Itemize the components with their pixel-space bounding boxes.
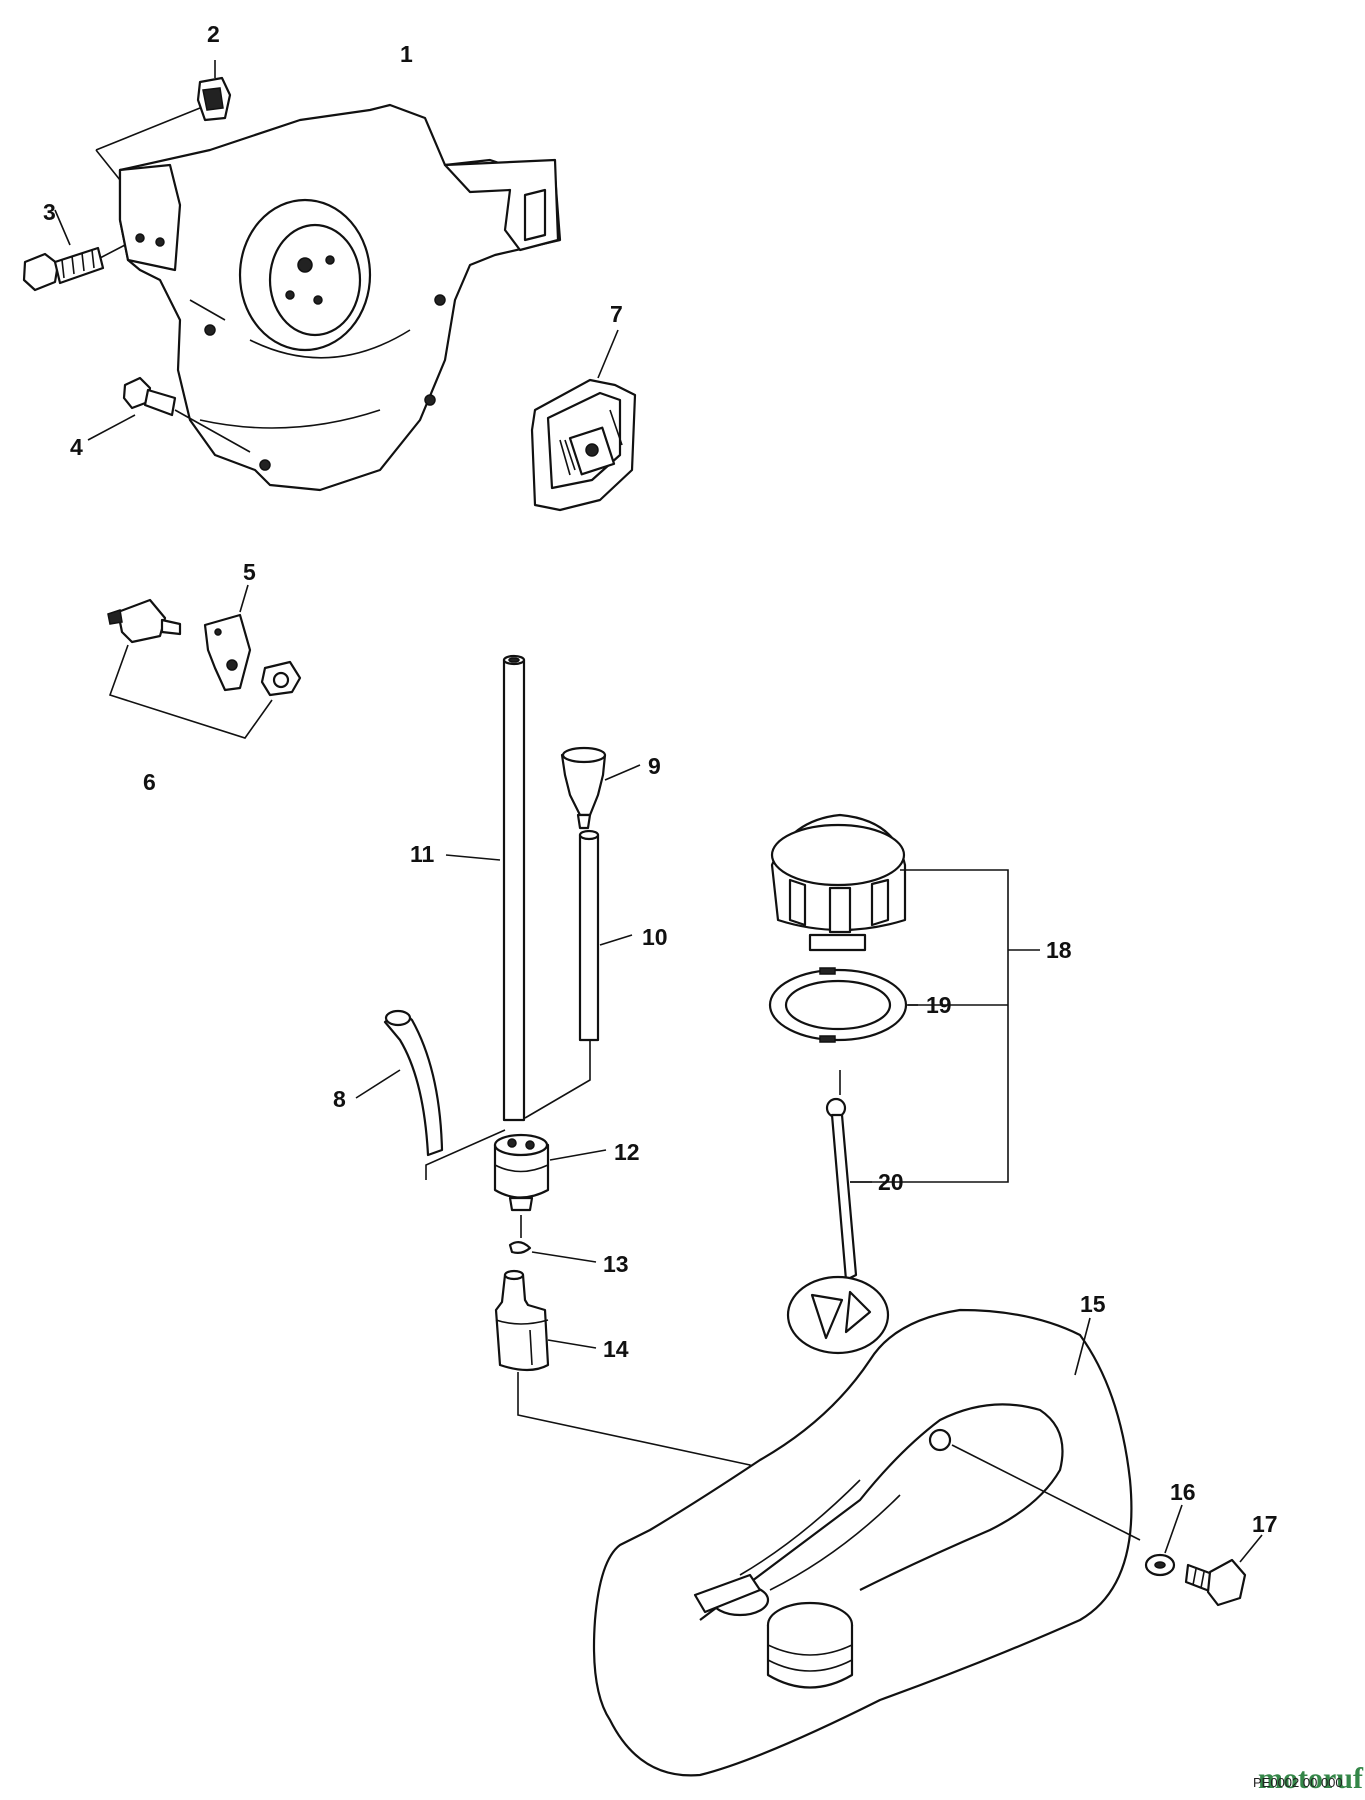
callout-18: 18 [1046,937,1072,963]
callout-10: 10 [642,924,668,950]
leader-15 [1074,1317,1091,1376]
callout-20: 20 [878,1169,904,1195]
callout-15: 15 [1080,1291,1106,1317]
callout-4: 4 [70,434,83,460]
callout-11: 11 [410,841,435,867]
part-grommet [493,1133,550,1212]
callout-8: 8 [333,1086,346,1112]
part-fan-housing [118,103,562,492]
callout-7: 7 [610,301,623,327]
diagram-code: PE0002 00 000 [1253,1775,1343,1790]
part-clip [508,1241,532,1254]
callout-5: 5 [243,559,256,585]
part-primer [560,746,607,830]
callout-9: 9 [648,753,661,779]
part-nut [196,76,232,122]
leader-14 [547,1339,597,1349]
part-fuel-filter [494,1269,550,1372]
leader-11 [445,854,501,861]
callout-13: 13 [603,1251,629,1277]
callout-2: 2 [207,21,220,47]
part-fuel-cap [770,813,907,952]
leader-4 [87,409,251,453]
leader-7 [597,329,619,379]
leader-12-group [425,1040,591,1180]
part-return-pipe [383,1009,444,1157]
callout-17: 17 [1252,1511,1278,1537]
part-fuel-pipe-long [502,654,526,1122]
part-fuel-tank [592,1308,1133,1777]
callout-3: 3 [43,199,56,225]
leader-17 [1239,1534,1263,1563]
part-fuel-pipe-short [578,829,600,1042]
callout-1: 1 [400,41,413,67]
leader-18-group [850,869,1009,1183]
leader-9 [604,764,641,781]
part-stop-switch [107,598,182,644]
part-bolt [22,246,105,292]
callout-6: 6 [143,769,156,795]
leader-2 [95,60,216,151]
callout-16: 16 [1170,1479,1196,1505]
callout-19: 19 [926,992,952,1018]
leader-12 [549,1149,607,1161]
leader-13 [520,1215,597,1263]
callout-14: 14 [603,1336,629,1362]
leader-8 [355,1069,401,1099]
leader-2b [95,149,121,181]
part-cap-strap [786,1070,890,1355]
part-gasket [768,967,908,1043]
part-washer [1144,1553,1176,1577]
part-flange-bolt [1184,1558,1247,1607]
part-plate [203,613,252,692]
leader-5 [239,584,249,613]
leader-6 [108,644,273,739]
part-clutch [530,378,637,512]
callout-12: 12 [614,1139,640,1165]
watermark-logo: motoruf [1258,1762,1363,1795]
leader-15-mount [951,1444,1141,1541]
part-screw [122,376,177,417]
leader-10 [599,934,633,946]
leader-16 [1164,1504,1183,1554]
leader-3 [54,209,126,259]
part-hex-nut [260,660,302,697]
